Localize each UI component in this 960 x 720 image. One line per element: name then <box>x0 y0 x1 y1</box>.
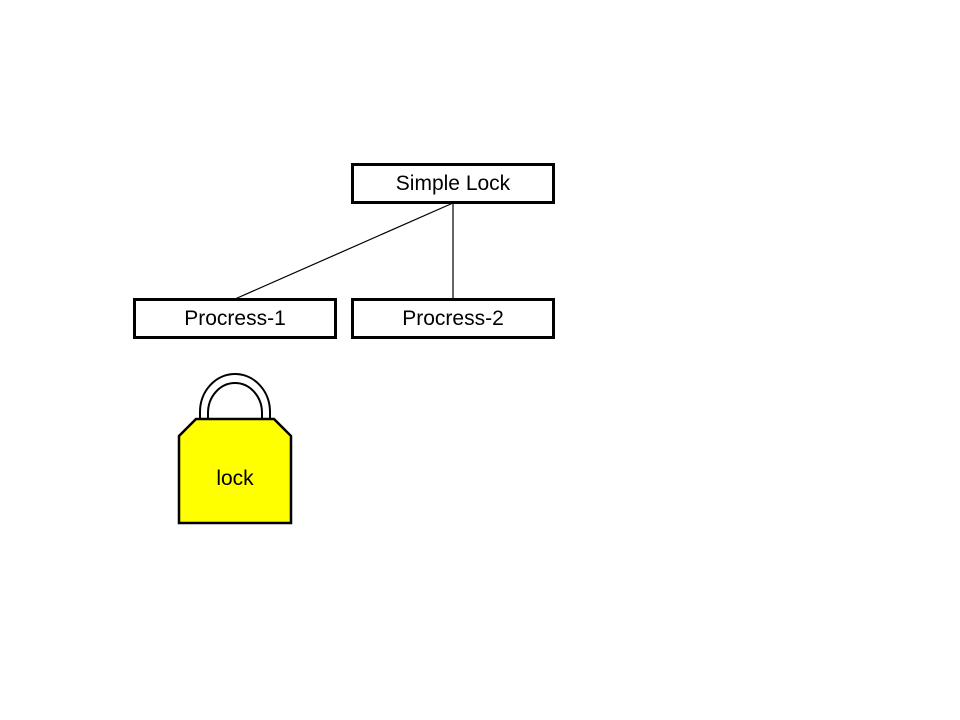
process-2-label: Procress-2 <box>402 306 504 330</box>
padlock-body <box>177 417 293 525</box>
padlock-icon: lock <box>177 373 293 525</box>
process-2-node: Procress-2 <box>351 298 555 339</box>
padlock-shackle-inner <box>207 382 263 420</box>
process-1-label: Procress-1 <box>184 306 286 330</box>
simple-lock-label: Simple Lock <box>395 171 511 195</box>
simple-lock-node: Simple Lock <box>351 163 555 204</box>
lock-label: lock <box>216 467 254 490</box>
padlock-shackle-outer <box>199 373 271 420</box>
connector-root-to-process-1 <box>234 202 454 300</box>
process-1-node: Procress-1 <box>133 298 337 339</box>
